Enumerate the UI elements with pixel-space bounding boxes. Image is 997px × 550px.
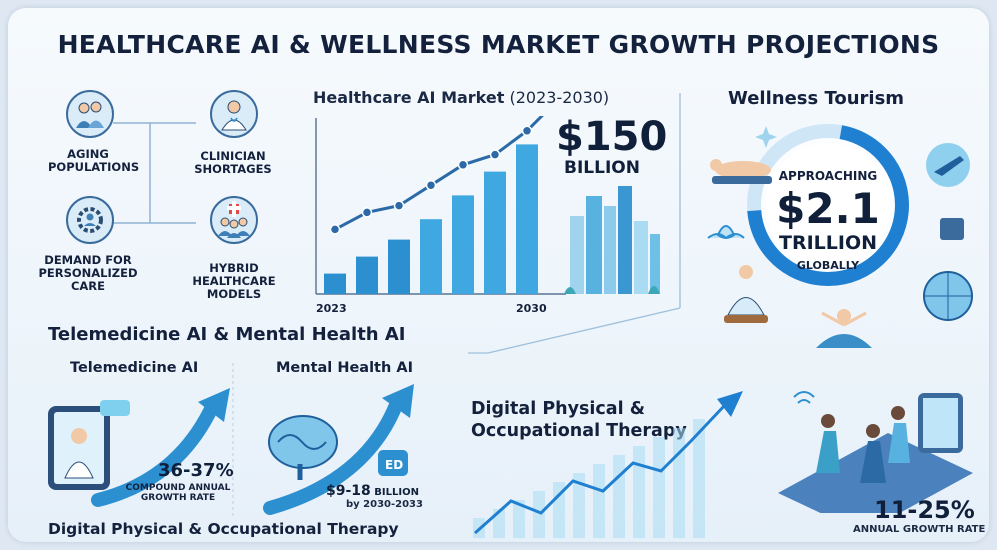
therapy-bar [613,455,625,538]
lotus-icon [707,225,745,239]
therapy-title: Digital Physical &Occupational Therapy [471,399,687,441]
mental-title: Mental Health AI [276,360,413,376]
gear-user-icon [66,196,114,244]
market-bar [356,256,378,294]
therapy-rate-label: ANNUAL GROWTH RATE [853,524,986,535]
suitcase-icon [940,218,964,240]
telemed-rate: 36-37% [158,460,234,481]
market-unit: BILLION [564,158,640,178]
market-bar [516,144,538,294]
x-start-label: 2023 [316,302,347,315]
wellness-ring [747,124,909,286]
tablet-doctor-icon [48,400,130,490]
globe-icon [923,271,973,321]
trend-point [489,149,501,160]
market-bar [420,219,442,294]
yoga-person-icon [816,309,872,348]
wellness-title: Wellness Tourism [728,88,905,109]
x-end-label: 2030 [516,302,547,315]
therapy-bar [653,437,665,538]
market-bar [452,195,474,294]
wellness-decor [707,126,973,348]
svg-text:ED: ED [385,458,403,472]
city-skyline-icon [564,186,660,294]
therapy-rate: 11-25% [874,496,975,524]
therapy-bar [573,473,585,538]
telemed-graphics: ED [48,384,414,515]
elderly-couple-icon [66,90,114,138]
market-bar [388,239,410,294]
meditation-icon [724,265,768,323]
brain-icon [268,415,338,480]
mental-by: by 2030-2033 [346,499,423,510]
trend-point [457,159,469,171]
market-bar [484,171,506,294]
mental-value: $9-18 BILLION [326,483,419,499]
chat-app-icon: ED [378,450,408,476]
wellness-value: $2.1 [776,184,880,233]
wellness-approaching: APPROACHING [778,169,878,183]
therapy-bar [533,491,545,538]
therapy-bar [673,428,685,538]
therapy-bar [693,419,705,538]
therapy-scene-illustration [778,391,973,513]
trend-point [393,200,405,211]
wellness-unit: TRILLION [779,232,877,254]
trend-point [329,224,341,235]
therapy-bar [593,464,605,538]
page-title: HEALTHCARE AI & WELLNESS MARKET GROWTH P… [57,30,940,59]
trend-point [361,207,373,218]
trend-point [521,125,533,137]
medical-team-icon [210,196,258,244]
sparkle-icon [755,126,777,148]
trend-point [425,179,437,191]
wellness-scope: GLOBALLY [796,259,860,272]
market-value: $150 [556,114,668,160]
airplane-icon [926,143,970,187]
telemed-section-heading: Telemedicine AI & Mental Health AI [48,324,406,345]
market-bar [324,273,346,294]
telemed-title: Telemedicine AI [70,360,199,376]
infographic-card: HEALTHCARE AI & WELLNESS MARKET GROWTH P… [8,8,989,542]
market-chart: 2023 2030 [315,116,660,315]
therapy-trend-chart [473,391,743,538]
therapy-bar [513,500,525,538]
therapy-bar [633,446,645,538]
massage-icon [710,159,772,184]
market-title: Healthcare AI Market (2023-2030) [313,88,610,107]
connector-lines [113,93,681,518]
telemed-footer: Digital Physical & Occupational Therapy [48,520,399,538]
doctor-icon [210,90,258,138]
